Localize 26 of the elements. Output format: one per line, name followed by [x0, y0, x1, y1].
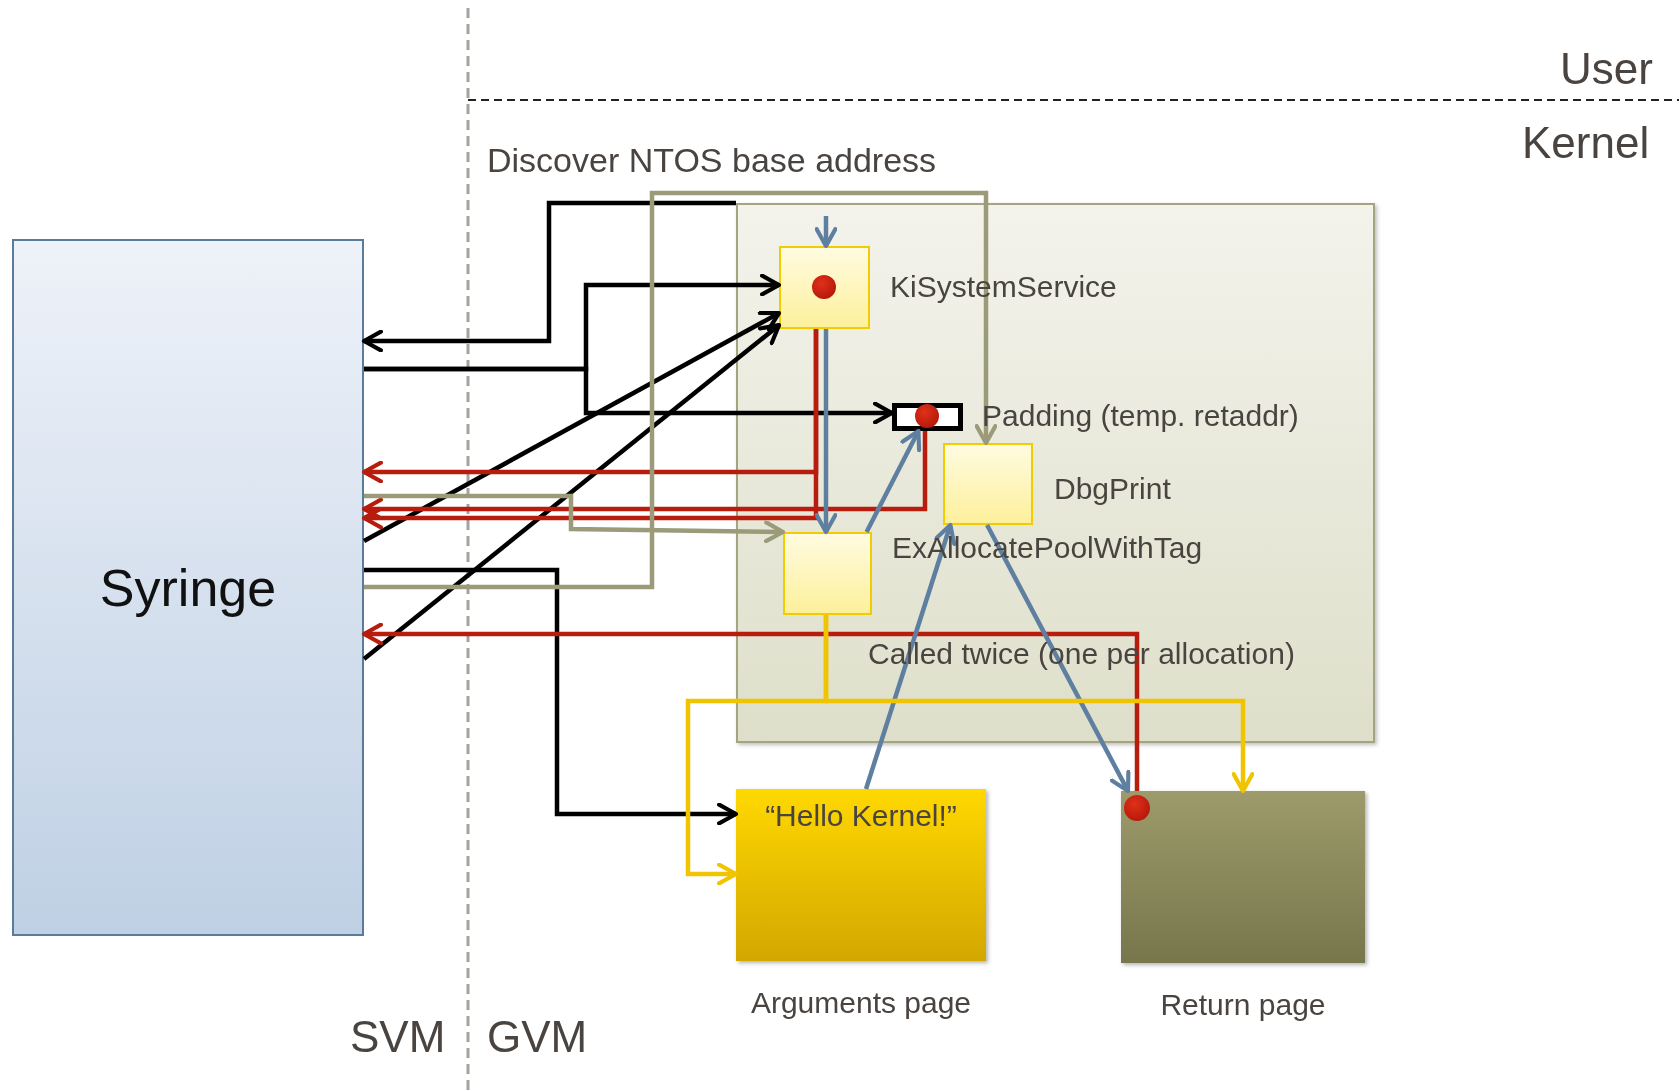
- arrow: [814, 216, 838, 249]
- arrow: [364, 190, 998, 590]
- arrow: [362, 323, 782, 661]
- node-label: Return page: [1159, 988, 1327, 1022]
- arrow: [361, 200, 736, 353]
- layer-label: GVM: [487, 1012, 588, 1062]
- arrow: [364, 493, 786, 544]
- kernel-region: [736, 203, 1375, 743]
- layer-label: User: [1560, 44, 1653, 94]
- node-label: “Hello Kernel!”: [764, 799, 958, 833]
- arrow: [823, 615, 1255, 794]
- function-label: DbgPrint: [1054, 471, 1171, 507]
- arrow: [864, 428, 922, 534]
- layer-label: Kernel: [1522, 118, 1650, 168]
- annotation: Discover NTOS base address: [487, 141, 937, 180]
- arrow: [364, 366, 895, 425]
- arrow: [361, 329, 819, 530]
- layer-label: SVM: [350, 1012, 446, 1062]
- arrow: [362, 310, 782, 543]
- arrow: [814, 329, 838, 535]
- process-box: [12, 239, 364, 936]
- arrow: [863, 522, 957, 790]
- arrow: [364, 567, 739, 826]
- arrow: [361, 622, 1140, 791]
- node-label: Arguments page: [749, 986, 973, 1020]
- node-label: Syringe: [98, 557, 278, 618]
